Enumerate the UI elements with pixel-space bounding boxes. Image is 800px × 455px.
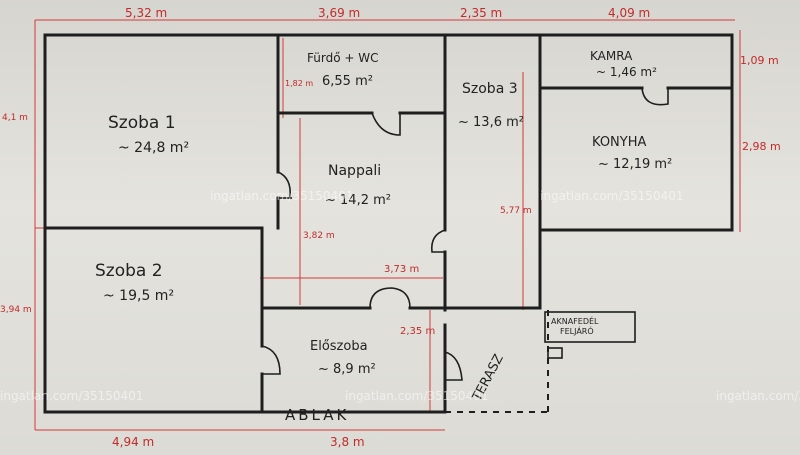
room-area: ~ 14,2 m²: [325, 193, 391, 208]
dimension-lines: [34, 19, 741, 431]
window-label: ABLAK: [285, 406, 349, 424]
dim-szoba3: 5,77 m: [500, 206, 532, 216]
room-area: 6,55 m²: [322, 74, 373, 89]
dim-top-2: 3,69 m: [318, 6, 360, 20]
room-area: ~ 1,46 m²: [596, 65, 657, 79]
watermark-4: ingatlan.com/35150401: [345, 389, 488, 403]
room-name: Szoba 2: [95, 261, 163, 281]
room-name: Szoba 3: [462, 81, 518, 97]
walls: [43, 33, 734, 414]
dim-nappali-w: 3,73 m: [384, 264, 419, 275]
dimension-labels: 5,32 m 3,69 m 2,35 m 4,09 m 4,1 m 3,94 m…: [0, 6, 781, 449]
dim-furdo: 1,82 m: [285, 79, 313, 88]
room-szoba3: Szoba 3 ~ 13,6 m²: [458, 81, 524, 130]
dim-top-1: 5,32 m: [125, 6, 167, 20]
room-area: ~ 19,5 m²: [103, 288, 174, 304]
watermarks: ingatlan.com/35150401 ingatlan.com/35150…: [0, 189, 800, 403]
hatch-label: AKNAFEDÉL: [551, 315, 599, 326]
dim-eloszoba: 2,35 m: [400, 326, 435, 337]
room-nappali: Nappali ~ 14,2 m²: [325, 163, 391, 208]
room-name: Előszoba: [310, 339, 368, 354]
dim-top-4: 4,09 m: [608, 6, 650, 20]
room-szoba1: Szoba 1 ~ 24,8 m²: [108, 113, 189, 156]
dim-right-2: 2,98 m: [742, 140, 781, 153]
room-area: ~ 24,8 m²: [118, 140, 189, 156]
dim-right-1: 1,09 m: [740, 54, 779, 67]
room-area: ~ 8,9 m²: [318, 362, 376, 377]
watermark-1: ingatlan.com/35150401: [210, 189, 353, 203]
dim-left-1: 4,1 m: [2, 113, 28, 123]
room-name: Szoba 1: [108, 113, 176, 133]
dim-left-2: 3,94 m: [0, 305, 32, 315]
room-eloszoba: Előszoba ~ 8,9 m²: [310, 339, 376, 377]
room-area: ~ 13,6 m²: [458, 115, 524, 130]
room-name: KONYHA: [592, 135, 646, 150]
room-name: KAMRA: [590, 49, 633, 63]
room-szoba2: Szoba 2 ~ 19,5 m²: [95, 261, 174, 304]
watermark-5: ingatlan.com/35150401: [716, 389, 800, 403]
dim-top-3: 2,35 m: [460, 6, 502, 20]
hatch-label-2: FELJÁRÓ: [560, 325, 594, 336]
room-name: Nappali: [328, 163, 381, 179]
room-name: Fürdő + WC: [307, 51, 378, 65]
dim-bottom-1: 4,94 m: [112, 435, 154, 449]
dim-nappali-h: 3,82 m: [303, 231, 335, 241]
room-kamra: KAMRA ~ 1,46 m²: [590, 49, 657, 79]
dim-bottom-2: 3,8 m: [330, 435, 365, 449]
room-konyha: KONYHA ~ 12,19 m²: [592, 135, 672, 172]
room-furdo: Fürdő + WC 6,55 m²: [307, 51, 378, 89]
doors: [261, 87, 669, 381]
watermark-2: ingatlan.com/35150401: [540, 189, 683, 203]
room-area: ~ 12,19 m²: [598, 157, 672, 172]
watermark-3: ingatlan.com/35150401: [0, 389, 143, 403]
